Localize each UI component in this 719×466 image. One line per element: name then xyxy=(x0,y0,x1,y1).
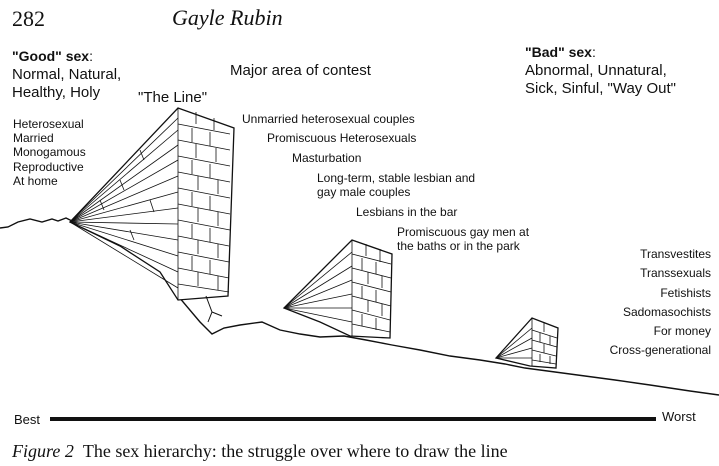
list-item: Cross-generational xyxy=(610,341,711,360)
contest-item: Lesbians in the bar xyxy=(356,206,457,219)
good-sex-descriptor: Normal, Natural, xyxy=(12,66,121,84)
bad-sex-descriptor: Abnormal, Unnatural, xyxy=(525,62,676,80)
worst-label: Worst xyxy=(662,410,696,423)
figure-caption: Figure 2 The sex hierarchy: the struggle… xyxy=(12,441,508,461)
list-item: At home xyxy=(13,174,86,188)
list-item: Heterosexual xyxy=(13,117,86,131)
list-item: Sadomasochists xyxy=(610,303,711,322)
contest-item: Promiscuous gay men at xyxy=(397,226,529,239)
good-sex-descriptor: Healthy, Holy xyxy=(12,84,121,102)
contest-item: Masturbation xyxy=(292,152,361,165)
good-sex-heading: "Good" sex: xyxy=(12,48,93,65)
bad-sex-heading-colon: : xyxy=(592,44,596,60)
good-sex-descriptors: Normal, Natural, Healthy, Holy xyxy=(12,66,121,102)
contest-item: Unmarried heterosexual couples xyxy=(242,113,415,126)
bad-sex-descriptors: Abnormal, Unnatural, Sick, Sinful, "Way … xyxy=(525,62,676,98)
contest-item: gay male couples xyxy=(317,186,410,199)
list-item: Fetishists xyxy=(610,284,711,303)
figure-label: Figure 2 xyxy=(12,441,74,461)
contest-heading: Major area of contest xyxy=(230,62,371,80)
best-label: Best xyxy=(14,413,40,426)
list-item: Transvestites xyxy=(610,245,711,264)
good-sex-list: Heterosexual Married Monogamous Reproduc… xyxy=(13,117,86,188)
bad-sex-heading: "Bad" sex: xyxy=(525,44,596,61)
contest-item: the baths or in the park xyxy=(397,240,520,253)
bad-sex-list: Transvestites Transsexuals Fetishists Sa… xyxy=(610,245,711,361)
list-item: Reproductive xyxy=(13,160,86,174)
list-item: Married xyxy=(13,131,86,145)
bad-sex-descriptor: Sick, Sinful, "Way Out" xyxy=(525,80,676,98)
the-line-label: "The Line" xyxy=(138,89,207,107)
list-item: Monogamous xyxy=(13,145,86,159)
middle-wall xyxy=(284,240,392,338)
small-wall xyxy=(496,318,558,368)
contest-item: Long-term, stable lesbian and xyxy=(317,172,475,185)
list-item: For money xyxy=(610,322,711,341)
good-sex-heading-quoted: "Good" sex xyxy=(12,48,89,64)
contest-item: Promiscuous Heterosexuals xyxy=(267,132,416,145)
tall-wall xyxy=(70,108,234,322)
caption-text: The sex hierarchy: the struggle over whe… xyxy=(83,441,508,461)
list-item: Transsexuals xyxy=(610,264,711,283)
good-sex-heading-colon: : xyxy=(89,48,93,64)
bad-sex-heading-quoted: "Bad" sex xyxy=(525,44,592,60)
